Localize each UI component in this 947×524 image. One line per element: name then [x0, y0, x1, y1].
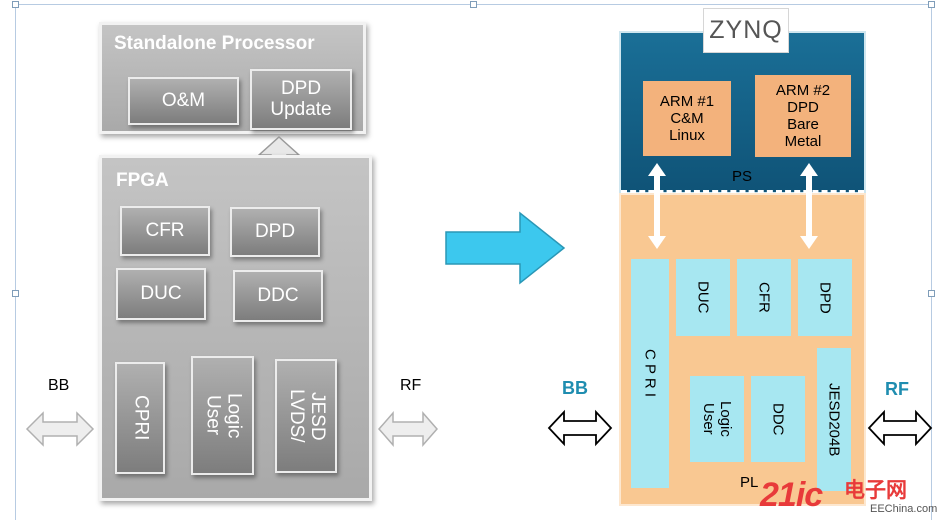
fpga-title: FPGA — [116, 170, 169, 191]
dpd-block: DPD — [230, 207, 320, 257]
zynq-logo: ZYNQ — [703, 8, 789, 53]
dpd-label: DPD — [254, 220, 296, 242]
watermark-domain: EEChina.com — [870, 503, 938, 515]
cpri-pl-label: C P R I — [641, 349, 659, 398]
transition-arrow-icon — [445, 211, 566, 285]
standalone-title: Standalone Processor — [114, 33, 315, 54]
resize-handle[interactable] — [928, 290, 935, 297]
arm2-line1: ARM #2 — [775, 81, 831, 99]
arm2-line4: Metal — [784, 133, 822, 151]
duc-label: DUC — [140, 282, 182, 304]
lvds-line2: JESD — [306, 391, 328, 441]
left-bb-label: BB — [48, 377, 70, 394]
zynq-logo-text: ZYNQ — [709, 16, 783, 44]
right-rf-arrow-icon — [867, 409, 933, 447]
arm2-line3: Bare — [787, 116, 819, 133]
arm2-pl-arrow-icon — [800, 163, 818, 249]
user-logic-line2: Logic — [223, 392, 245, 439]
ps-pl-divider — [621, 190, 864, 193]
resize-handle[interactable] — [470, 1, 477, 8]
user-logic-block: User Logic — [191, 356, 254, 475]
left-bb-arrow-icon — [25, 411, 95, 447]
user-logic-block-pl: User Logic — [690, 376, 744, 462]
watermark-logo: 21ic 电子网 EEChina.com — [760, 474, 947, 524]
jesd204b-label: JESD204B — [825, 382, 843, 457]
ps-label: PS — [732, 168, 753, 185]
dpd-block-pl: DPD — [798, 259, 852, 336]
om-label: O&M — [161, 89, 206, 111]
ps-region: ARM #1 C&M Linux ARM #2 DPD Bare Metal P… — [619, 31, 866, 194]
duc-pl-label: DUC — [694, 281, 712, 314]
ddc-block: DDC — [233, 270, 323, 322]
left-rf-label: RF — [400, 377, 422, 394]
lvds-jesd-block: LVDS/ JESD — [275, 359, 337, 473]
user-logic-pl-line1: User — [700, 403, 717, 435]
resize-handle[interactable] — [928, 1, 935, 8]
cpri-label: CPRI — [130, 395, 152, 441]
user-logic-pl-line2: Logic — [717, 401, 734, 437]
right-bb-label: BB — [562, 378, 588, 398]
dpd-update-line2: Update — [270, 98, 332, 120]
jesd204b-block: JESD204B — [817, 348, 851, 491]
cfr-block-pl: CFR — [737, 259, 791, 336]
arm2-block: ARM #2 DPD Bare Metal — [755, 75, 851, 157]
standalone-processor-panel: Standalone Processor O&M DPD Update — [99, 22, 366, 134]
right-rf-label: RF — [885, 379, 909, 399]
watermark-21ic: 21ic — [760, 476, 823, 514]
om-block: O&M — [128, 77, 239, 125]
arm1-line1: ARM #1 — [659, 92, 715, 110]
resize-handle[interactable] — [12, 290, 19, 297]
arm1-line3: Linux — [669, 127, 705, 145]
user-logic-line1: User — [202, 395, 224, 436]
duc-block-pl: DUC — [676, 259, 730, 336]
cfr-block: CFR — [120, 206, 210, 256]
cpri-block: CPRI — [115, 362, 165, 474]
pl-label: PL — [740, 474, 759, 491]
left-rf-arrow-icon — [378, 411, 438, 447]
ddc-label: DDC — [257, 284, 299, 306]
fpga-panel: FPGA CFR DPD DUC DDC CPRI User Logic LVD… — [99, 155, 372, 501]
dpd-update-block: DPD Update — [250, 69, 352, 130]
cfr-label: CFR — [145, 219, 185, 241]
ddc-block-pl: DDC — [751, 376, 805, 462]
right-bb-arrow-icon — [547, 409, 613, 447]
resize-handle[interactable] — [12, 1, 19, 8]
watermark-cn: 电子网 — [844, 479, 907, 502]
arm2-line2: DPD — [787, 98, 819, 116]
cfr-pl-label: CFR — [755, 282, 773, 313]
arm1-pl-arrow-icon — [648, 163, 666, 249]
arm1-line2: C&M — [670, 109, 704, 127]
dpd-update-line1: DPD — [280, 77, 322, 99]
ddc-pl-label: DDC — [769, 402, 787, 436]
duc-block: DUC — [116, 268, 206, 320]
lvds-line1: LVDS/ — [286, 389, 307, 443]
dpd-pl-label: DPD — [816, 281, 834, 314]
cpri-block-pl: C P R I — [631, 259, 669, 488]
arm1-block: ARM #1 C&M Linux — [643, 81, 731, 156]
